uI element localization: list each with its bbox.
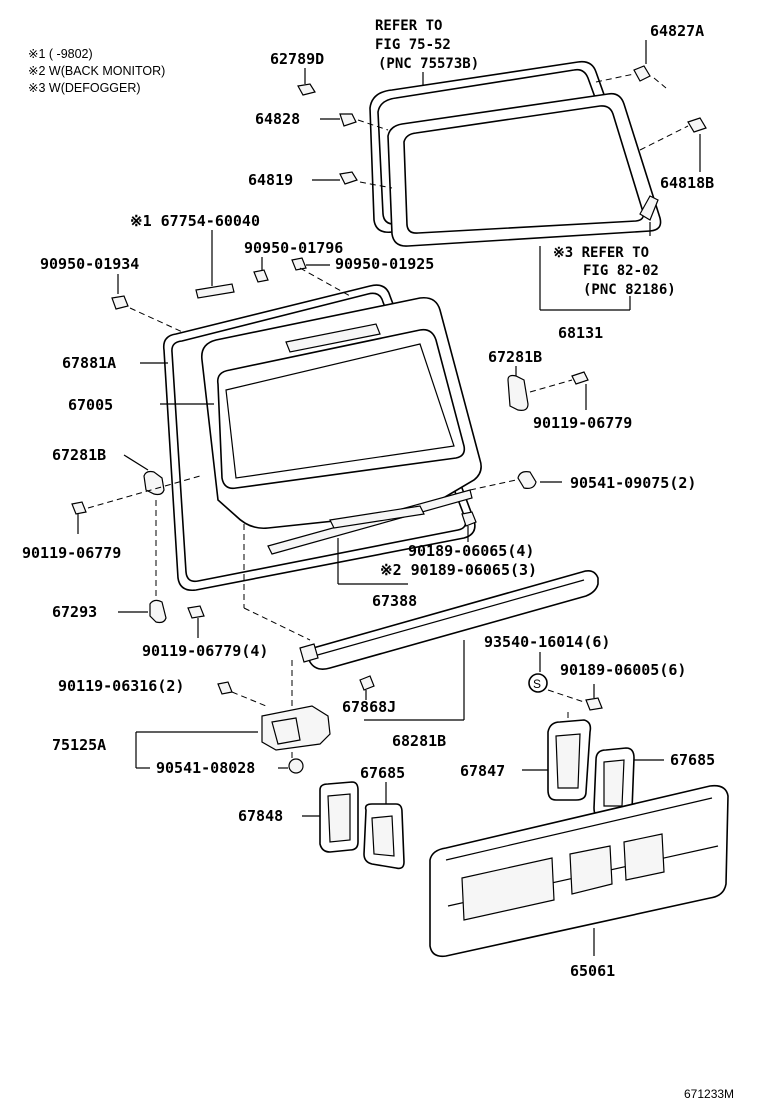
door-lower-bracket [329, 505, 425, 529]
grommet-90950-01934-icon [111, 295, 129, 310]
screw-90119-4-icon [187, 605, 205, 619]
clip-64819-icon [339, 171, 358, 185]
defogger-connector-icon [639, 195, 659, 221]
stop-lamp-housing [285, 323, 381, 353]
label-90950-01796: 90950-01796 [244, 239, 343, 257]
dash-67281B-right [529, 379, 573, 393]
label-67754-60040: ※1 67754-60040 [130, 212, 260, 230]
ref-defogger-line2: FIG 82-02 [583, 263, 659, 279]
dash-64819 [359, 181, 393, 189]
s-marker-label: S [533, 677, 541, 691]
clip-90189-06005-icon [585, 697, 603, 711]
label-67388: 67388 [372, 592, 417, 610]
label-90950-01934: 90950-01934 [40, 255, 139, 273]
figure-id: 671233M [684, 1087, 734, 1101]
label-90189-06065-3: ※2 90189-06065(3) [380, 561, 537, 579]
label-90119-06779-4: 90119-06779(4) [142, 642, 268, 660]
pad-67685-left-inner [371, 815, 395, 857]
leader-67281B-left [123, 454, 149, 471]
label-67281B-right: 67281B [488, 348, 542, 366]
clip-64827A-icon [633, 65, 651, 82]
label-67281B-left: 67281B [52, 446, 106, 464]
dash-90541-09075 [469, 479, 517, 491]
cushion-67281B-right-icon [507, 374, 529, 411]
label-67293: 67293 [52, 603, 97, 621]
label-68131: 68131 [558, 324, 603, 342]
lock-assembly-detail [271, 717, 301, 745]
cushion-67281B-left-icon [143, 470, 165, 496]
emblem-67754-icon [195, 283, 235, 299]
pad-67847-inner [555, 733, 581, 789]
label-90119-06779-right: 90119-06779 [533, 414, 632, 432]
back-door-window-inner [225, 343, 455, 479]
clip-62789D-icon [297, 83, 316, 96]
upper-rail-68281B-edge [313, 579, 585, 657]
back-door-window-frame [216, 328, 466, 490]
clip-64818B-icon [687, 117, 707, 133]
dash-64828 [357, 119, 389, 131]
lower-panel-recess-right [623, 833, 665, 881]
note-2: ※2 W(BACK MONITOR) [28, 64, 165, 78]
cushion-90541-08028-icon [288, 758, 304, 774]
label-90119-06316: 90119-06316(2) [58, 677, 184, 695]
ref-top-line1: REFER TO [375, 18, 442, 34]
screw-90119-06316-icon [217, 681, 233, 695]
label-64827A: 64827A [650, 22, 704, 40]
label-93540-16014: 93540-16014(6) [484, 633, 610, 651]
lower-panel-edge-top [445, 797, 713, 861]
clip-67868J-icon [359, 675, 375, 691]
label-90189-06005: 90189-06005(6) [560, 661, 686, 679]
grommet-90950-01796-icon [253, 269, 269, 283]
label-65061: 65061 [570, 962, 615, 980]
dash-64818B [639, 125, 689, 151]
ref-defogger-line1: ※3 REFER TO [553, 245, 649, 261]
label-90119-06779-left: 90119-06779 [22, 544, 121, 562]
screw-90119-right-icon [571, 371, 589, 385]
clip-64828-icon [339, 113, 357, 127]
label-64819: 64819 [248, 171, 293, 189]
label-90541-08028: 90541-08028 [156, 759, 255, 777]
lower-panel-recess-left [461, 857, 555, 921]
label-90541-09075: 90541-09075(2) [570, 474, 696, 492]
screw-s-marker [528, 673, 548, 693]
bracket-67293-icon [149, 599, 167, 624]
label-75125A: 75125A [52, 736, 106, 754]
ref-top-line2: FIG 75-52 [375, 37, 451, 53]
note-1: ※1 ( -9802) [28, 47, 93, 61]
grommet-90950-01925-icon [291, 257, 307, 271]
label-67881A: 67881A [62, 354, 116, 372]
nut-90189-icon [461, 511, 477, 527]
label-67685-left: 67685 [360, 764, 405, 782]
dash-s-marker [547, 689, 585, 703]
lock-assembly-75125A [261, 705, 331, 751]
dash-door-lower-b [243, 607, 311, 641]
dash-64827A [595, 73, 635, 83]
ref-defogger-line3: (PNC 82186) [583, 282, 676, 298]
lower-panel-recess-mid [569, 845, 613, 895]
label-67685-right: 67685 [670, 751, 715, 769]
label-64818B: 64818B [660, 174, 714, 192]
pad-67685-right-inner [603, 759, 625, 807]
dash-64827A-b [653, 77, 667, 89]
upper-rail-end [299, 643, 319, 663]
bumper-90541-09075-icon [517, 471, 537, 489]
dash-90119-06316 [231, 691, 267, 707]
ref-top-line3: (PNC 75573B) [378, 56, 479, 72]
label-62789D: 62789D [270, 50, 324, 68]
label-64828: 64828 [255, 110, 300, 128]
label-68281B: 68281B [392, 732, 446, 750]
pad-67848-inner [327, 793, 351, 843]
label-67868J: 67868J [342, 698, 396, 716]
label-67005: 67005 [68, 396, 113, 414]
screw-90119-left-icon [71, 501, 87, 515]
label-67848: 67848 [238, 807, 283, 825]
label-67847: 67847 [460, 762, 505, 780]
label-90950-01925: 90950-01925 [335, 255, 434, 273]
upper-rail-68281B [304, 570, 599, 670]
label-90189-06065-4: 90189-06065(4) [408, 542, 534, 560]
note-3: ※3 W(DEFOGGER) [28, 81, 141, 95]
